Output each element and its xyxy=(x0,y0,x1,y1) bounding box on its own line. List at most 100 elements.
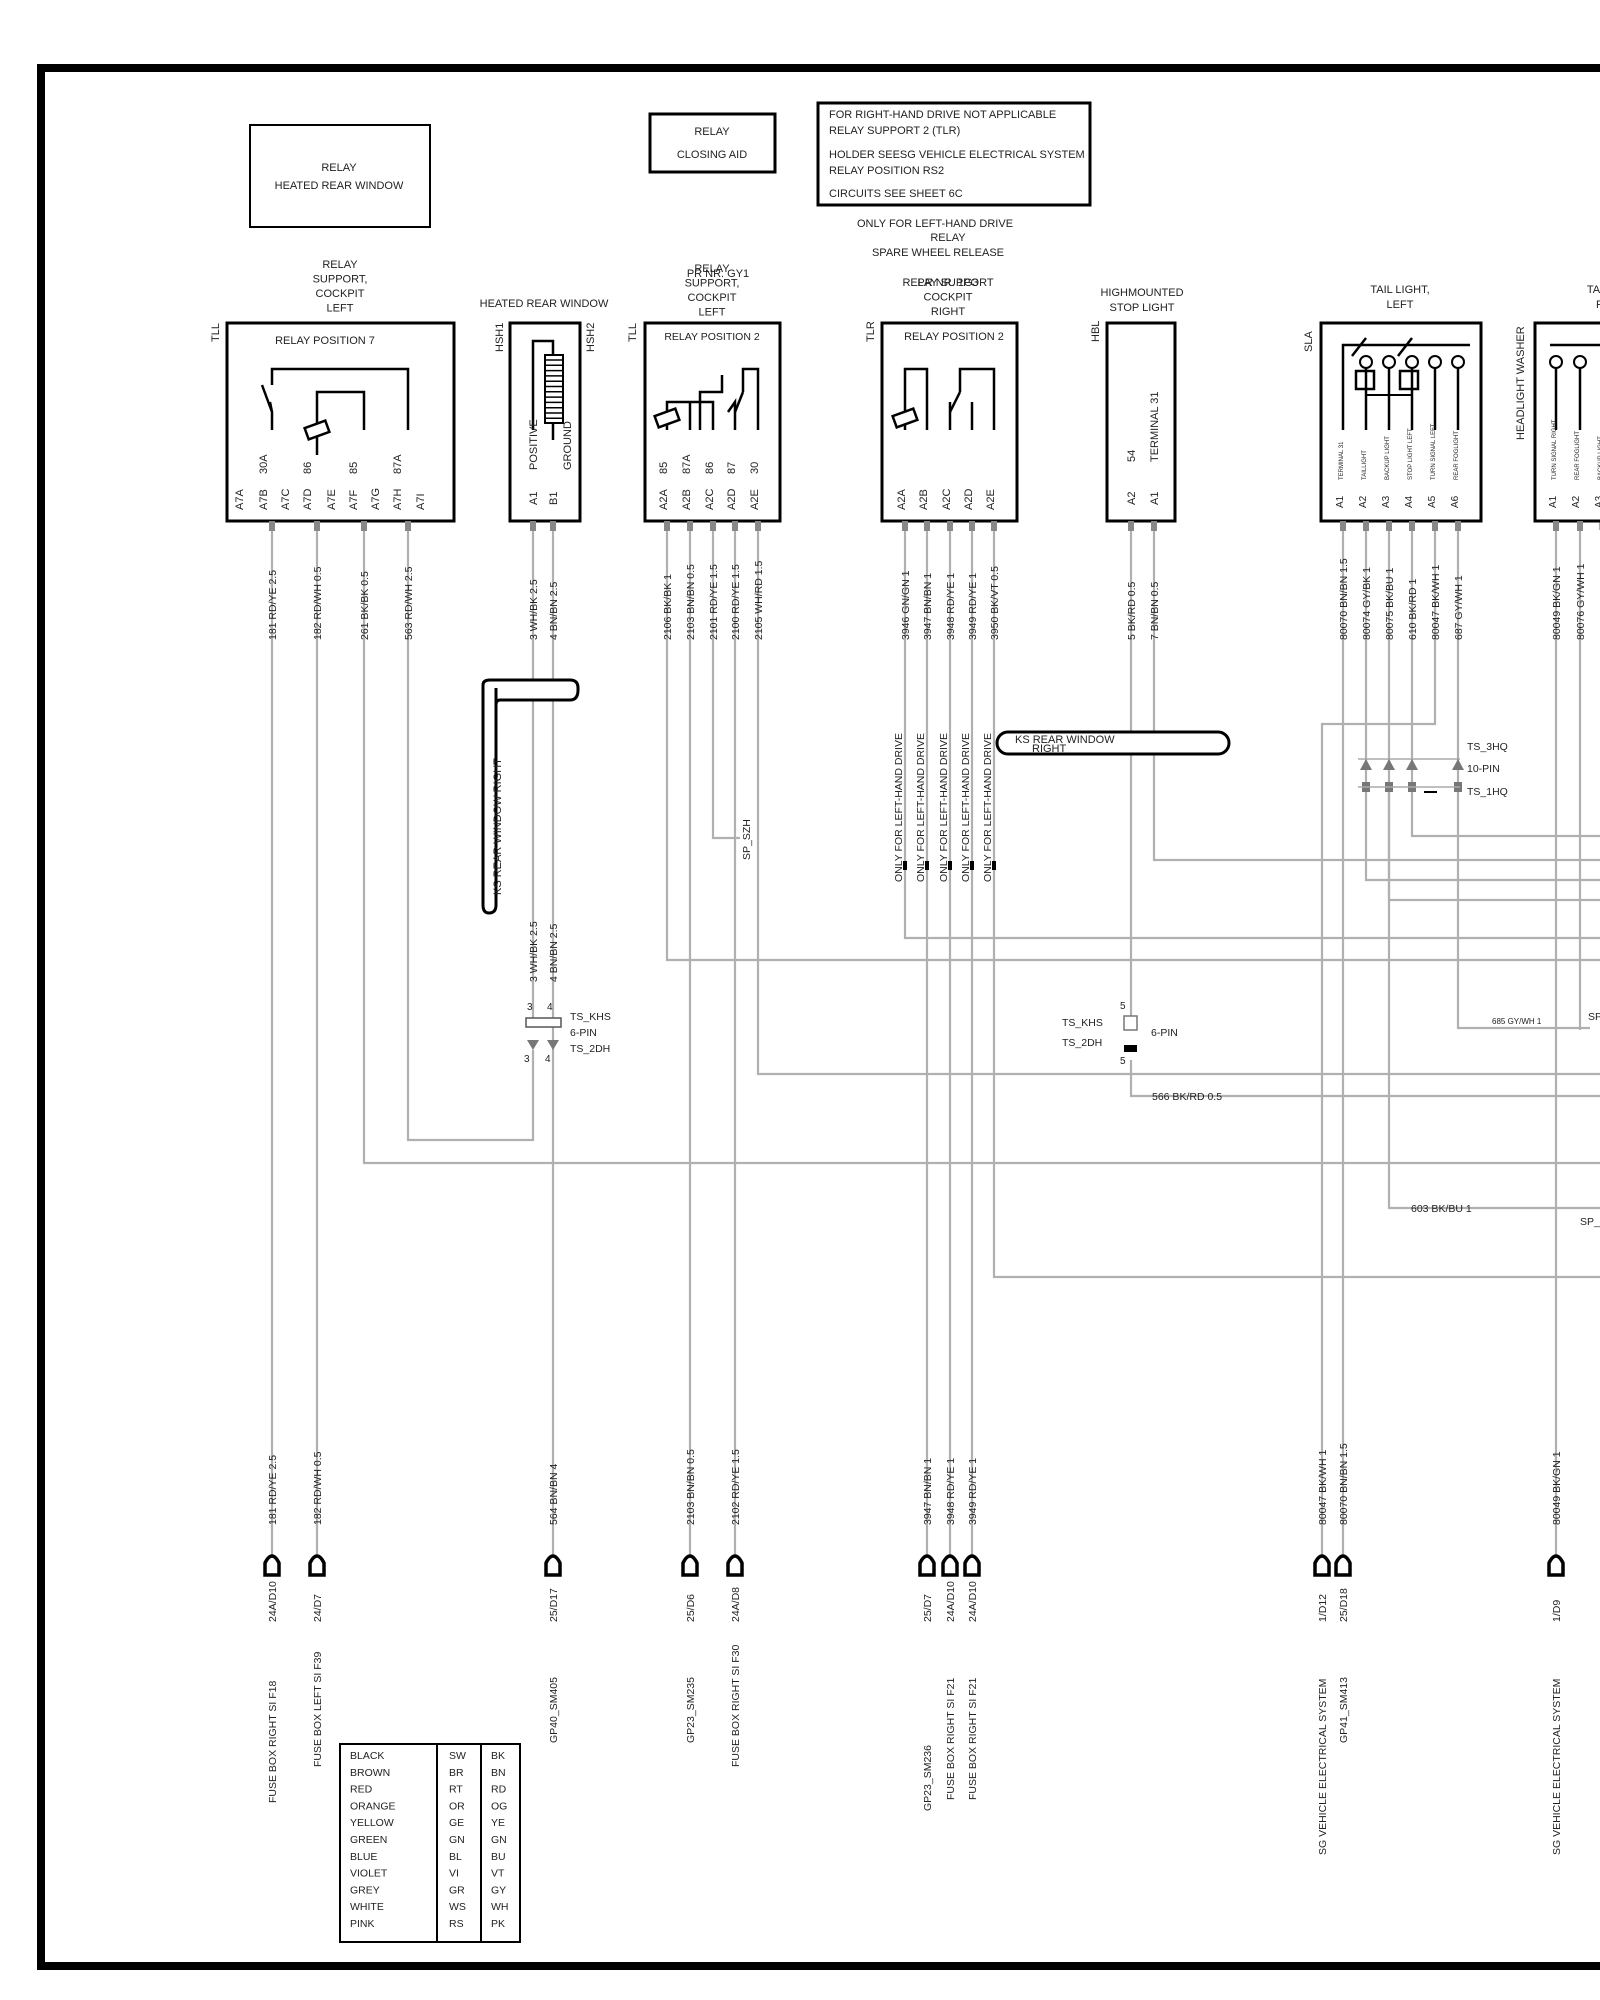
splice-label: SP_ xyxy=(1580,1216,1600,1228)
legend-code-en: BU xyxy=(491,1851,506,1863)
coil-return xyxy=(315,390,366,430)
ground-terminal-icon xyxy=(308,1554,326,1577)
wire-label: 2102 RD/YE 1.5 xyxy=(730,1449,742,1525)
pin-number: 5 xyxy=(1120,1001,1126,1012)
diode xyxy=(1397,337,1413,357)
svg-text:RELAY: RELAY xyxy=(930,232,966,244)
component-body xyxy=(1319,321,1483,523)
pin-id: A1 xyxy=(1335,495,1346,508)
bulb-stop-icon xyxy=(1405,355,1419,369)
legend-code-en: RD xyxy=(491,1784,507,1796)
male-pin-icon xyxy=(527,1040,539,1050)
pin-stub xyxy=(314,521,320,531)
pin-stub xyxy=(969,521,975,531)
pin-function: POSITIVE xyxy=(528,419,540,470)
pin-function: TERMINAL 31 xyxy=(1149,391,1161,462)
svg-text:PR NR. GY1: PR NR. GY1 xyxy=(687,268,749,280)
coil-symbol xyxy=(891,406,919,430)
pin-id: A2A xyxy=(658,489,670,510)
pin-function: 54 xyxy=(1126,450,1138,462)
pin-number: 5 xyxy=(1120,1056,1126,1067)
wire-label: 80076 GY/WH 1 xyxy=(1575,563,1587,640)
wire-label: 2101 RD/YE 1.5 xyxy=(708,564,720,640)
destination-label: FUSE BOX RIGHT SI F21 xyxy=(967,1678,979,1800)
relay-position-label: RELAY POSITION 2 xyxy=(664,331,759,343)
connector-housing xyxy=(1123,1015,1138,1031)
legend-code-de: GE xyxy=(449,1817,464,1829)
wire-80047 xyxy=(1320,520,1437,1560)
wire-label: 3 WH/BK 2.5 xyxy=(528,921,540,982)
ground-bus xyxy=(1341,343,1470,430)
ground-code: 24A/D10 xyxy=(967,1581,979,1622)
wire-80075 xyxy=(1387,520,1600,902)
svg-text:SPARE WHEEL RELEASE: SPARE WHEEL RELEASE xyxy=(872,247,1004,259)
lhd-marker xyxy=(925,861,929,870)
legend-color-name: WHITE xyxy=(350,1901,384,1913)
pin-function: 30A xyxy=(258,454,270,474)
bulb-backup-icon xyxy=(1382,355,1396,369)
pin-id: A1 xyxy=(528,492,540,505)
legend-code-en: GY xyxy=(491,1884,506,1896)
relay-position-label: RELAY POSITION 7 xyxy=(275,335,375,347)
wire-label: 80049 BK/GN 1 xyxy=(1551,566,1563,640)
wire-label: 2103 BN/BN 0.5 xyxy=(685,564,697,640)
pin-function: 30 xyxy=(749,462,761,474)
bulb-icon xyxy=(1573,355,1587,369)
destination-label: FUSE BOX LEFT SI F39 xyxy=(312,1651,324,1767)
legend-code-de: BL xyxy=(449,1851,462,1863)
lhd-marker xyxy=(903,861,907,870)
legend-color-name: GREY xyxy=(350,1884,380,1896)
pin-id: A3 xyxy=(1381,495,1392,508)
connector-label: TS_1HQ xyxy=(1467,786,1508,798)
connector-label: 6-PIN xyxy=(570,1027,597,1039)
legend-code-de: GR xyxy=(449,1884,465,1896)
wire-label: 80074 GY/BK 1 xyxy=(1361,567,1373,640)
pin-number: 4 xyxy=(545,1054,551,1065)
coil-link xyxy=(903,367,929,430)
svg-text:CLOSING AID: CLOSING AID xyxy=(677,149,747,161)
pin-stub xyxy=(732,521,738,531)
ground-terminal-icon xyxy=(918,1554,936,1577)
destination-label: GP23_SM235 xyxy=(685,1677,697,1743)
pin-id: A7B xyxy=(258,489,270,510)
connector-label: TS_2DH xyxy=(570,1043,610,1055)
info-box-closing-aid: RELAY CLOSING AID xyxy=(648,112,777,174)
ground-terminal-icon xyxy=(681,1554,699,1577)
relay-position-label: RELAY POSITION 2 xyxy=(904,331,1004,343)
lhd-marker xyxy=(970,861,974,870)
wire-label: 3 WH/BK 2.5 xyxy=(528,579,540,640)
diode xyxy=(1351,337,1367,357)
lhd-note: ONLY FOR LEFT-HAND DRIVE xyxy=(982,733,994,882)
component-title: SUPPORT, xyxy=(313,274,368,286)
ground-code: 25/D18 xyxy=(1338,1588,1350,1622)
component-title: HIGHMOUNTED xyxy=(1100,287,1183,299)
pin-function: TAILLIGHT xyxy=(1362,450,1368,480)
inner-link xyxy=(698,375,724,430)
wire-label: 80047 BK/WH 1 xyxy=(1317,1450,1329,1525)
svg-text:FOR RIGHT-HAND DRIVE NOT APP: FOR RIGHT-HAND DRIVE NOT APPLICABLE xyxy=(829,109,1056,121)
component-code: HSH2 xyxy=(585,323,597,352)
pin-stub xyxy=(1151,521,1157,531)
svg-text:HOLDER SEESG VEHICLE ELECTRICA: HOLDER SEESG VEHICLE ELECTRICAL SYSTEM xyxy=(829,149,1085,161)
ground-terminal-icon xyxy=(726,1554,744,1577)
lhd-note: ONLY FOR LEFT-HAND DRIVE xyxy=(938,733,950,882)
info-box-heated-rear-window: RELAY HEATED REAR WINDOW xyxy=(249,124,431,228)
lhd-note: ONLY FOR LEFT-HAND DRIVE xyxy=(960,733,972,882)
legend-code-de: VI xyxy=(449,1868,459,1880)
pin-id: A2 xyxy=(1358,495,1369,508)
pin-id: A5 xyxy=(1427,495,1438,508)
coil-symbol xyxy=(653,406,681,430)
switch-blade xyxy=(733,391,745,413)
wire-label: 4 BN/BN 2.5 xyxy=(548,581,560,640)
splice-label: SP_SZH xyxy=(741,819,753,860)
wire-label: 80070 BN/BN 1.5 xyxy=(1338,558,1350,640)
male-pin-icon xyxy=(547,1040,559,1050)
component-code: HSH1 xyxy=(494,323,506,352)
sheet-frame xyxy=(37,64,1600,1970)
ground-terminal-icon xyxy=(544,1554,562,1577)
wire-label: 610 BK/RD 1 xyxy=(1407,579,1419,640)
